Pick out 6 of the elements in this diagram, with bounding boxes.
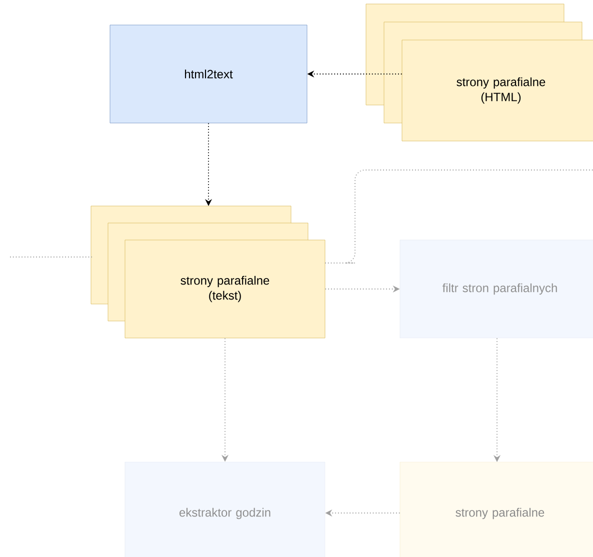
process-box: html2text — [110, 24, 308, 124]
document-box: strony parafialne — [400, 462, 593, 557]
process-box: filtr stron parafialnych — [400, 240, 593, 338]
process-box: ekstraktor godzin — [124, 462, 326, 557]
stacked-document-box: strony parafialne (tekst) — [90, 206, 326, 338]
stacked-document-box: strony parafialne (HTML) — [366, 4, 593, 142]
